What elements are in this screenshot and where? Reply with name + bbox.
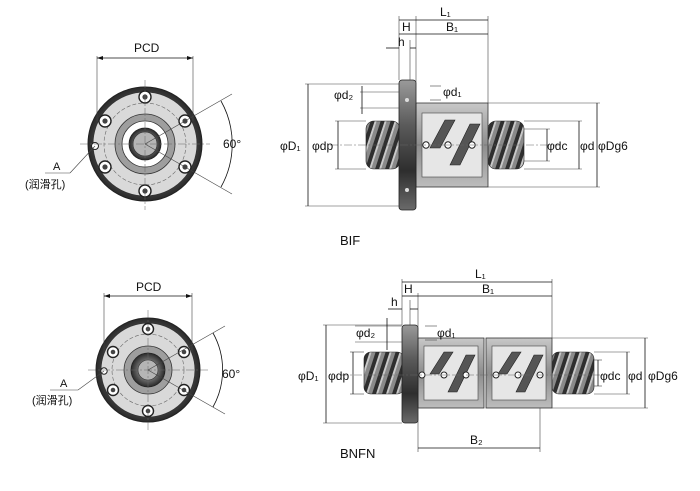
bottom-b1-label: B₁	[482, 282, 494, 296]
bottom-d-label: φd	[628, 369, 642, 383]
top-caption: BIF	[340, 233, 360, 248]
bottom-lube-note: (润滑孔)	[32, 393, 72, 407]
bottom-dp-label: φdp	[328, 369, 349, 383]
bottom-angle-label: 60°	[222, 367, 240, 381]
bottom-Dg6-label: φDg6	[648, 369, 678, 383]
bottom-front-view	[50, 293, 226, 430]
top-front-view	[45, 56, 233, 210]
bottom-b2-label: B₂	[470, 433, 483, 447]
top-pcd-label: PCD	[134, 41, 160, 55]
top-Dg6-label: φDg6	[598, 139, 628, 153]
top-lube-note: (润滑孔)	[25, 177, 65, 191]
bottom-D1-label: φD₁	[298, 369, 319, 383]
top-d-label: φd	[580, 139, 594, 153]
bottom-h-label: H	[404, 282, 413, 296]
top-h-small-label: h	[398, 35, 405, 49]
bottom-d1-label: φd₁	[437, 326, 456, 340]
bottom-side-view	[323, 279, 648, 452]
return-tube-icon	[418, 351, 544, 393]
top-h-label: H	[402, 20, 411, 34]
bottom-l1-label: L₁	[475, 267, 486, 281]
top-angle-label: 60°	[223, 137, 241, 151]
top-D1-label: φD₁	[280, 139, 301, 153]
top-lube-label: A	[53, 161, 61, 173]
top-side-view	[305, 16, 600, 211]
bottom-pcd-label: PCD	[136, 280, 162, 294]
top-dp-label: φdp	[312, 139, 333, 153]
top-l1-label: L₁	[440, 5, 451, 19]
bottom-caption: BNFN	[340, 446, 375, 461]
top-d2-label: φd₂	[334, 88, 353, 102]
bottom-h-small-label: h	[391, 295, 398, 309]
bottom-lube-label: A	[60, 378, 68, 390]
top-d1-label: φd₁	[443, 85, 462, 99]
bolt-hole-icon	[91, 90, 192, 198]
top-dc-label: φdc	[547, 139, 567, 153]
return-tube-icon	[422, 119, 481, 166]
bottom-d2-label: φd₂	[356, 326, 375, 340]
top-b1-label: B₁	[446, 20, 458, 34]
bottom-dc-label: φdc	[600, 369, 620, 383]
